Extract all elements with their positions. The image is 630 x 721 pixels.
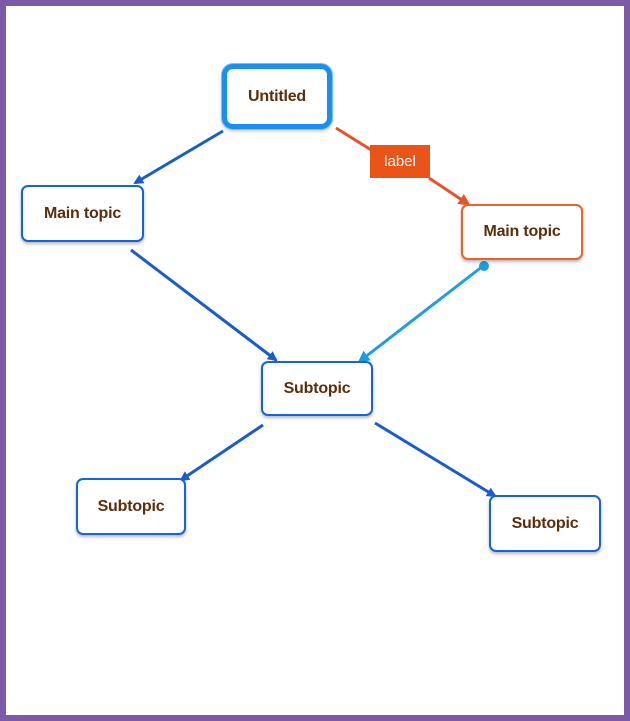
edge-main-topic-left-to-subtopic[interactable] [130,248,278,362]
edge-root-to-main-topic-left[interactable] [133,129,224,185]
subtopic-right-label: Subtopic [511,514,579,532]
edge-subtopic-to-subtopic-right[interactable] [374,421,497,498]
subtopic-left-label: Subtopic [97,497,165,515]
edge-root-to-label[interactable] [335,126,377,155]
main-topic-left-label: Main topic [43,204,122,222]
edge-subtopic-to-subtopic-left[interactable] [179,423,264,482]
edge-label-tag[interactable]: label [370,145,430,178]
subtopic-right-node[interactable]: Subtopic [489,495,601,552]
subtopic-center-label: Subtopic [283,379,351,397]
subtopic-center-node[interactable]: Subtopic [261,361,373,416]
root-node-label: Untitled [248,87,306,105]
main-topic-right-label: Main topic [483,223,561,240]
subtopic-left-node[interactable]: Subtopic [76,478,186,535]
edge-main-topic-right-to-subtopic[interactable] [357,264,484,363]
main-topic-left-node[interactable]: Main topic [21,185,144,242]
edge-label-text: label [384,153,416,170]
main-topic-right-node[interactable]: Main topic [461,204,583,260]
connection-handle-dot[interactable] [479,261,489,271]
edge-label-to-main-topic-right[interactable] [428,176,471,206]
root-node[interactable]: Untitled [222,64,332,129]
